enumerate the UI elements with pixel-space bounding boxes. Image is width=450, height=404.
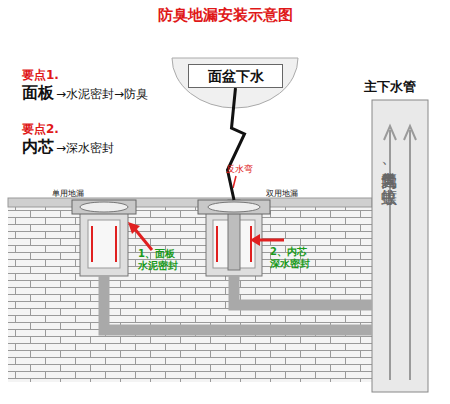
pipe-title: 主下水管 xyxy=(364,78,416,96)
basin-outlet-box: 面盆下水 xyxy=(188,64,283,88)
pointer-arrow xyxy=(258,239,284,242)
pipe-note: 管道内臭气、蚊虫等 xyxy=(380,160,399,272)
main-pipe-body xyxy=(372,100,428,392)
main-drain-pipe: 主下水管管道内臭气、蚊虫等 xyxy=(372,100,428,392)
drain-pipe xyxy=(104,276,372,330)
key-point-text: →水泥密封→防臭 xyxy=(56,87,148,101)
dual-floor-drain: 双用地漏 xyxy=(192,198,292,282)
grate-holes xyxy=(80,202,128,212)
pointer-arrowhead xyxy=(250,234,260,246)
trap-label: 反水弯 xyxy=(226,164,253,175)
drain-core xyxy=(88,220,120,268)
drain-grate xyxy=(72,200,136,214)
brick-wall xyxy=(8,206,372,382)
drain-body xyxy=(80,212,128,276)
trap-pipe xyxy=(228,88,245,200)
leader-line xyxy=(233,176,236,188)
diagram-title: 防臭地漏安装示意图 xyxy=(0,6,450,25)
box-title: 面盆下水 xyxy=(189,68,282,86)
drain-label: 单用地漏 xyxy=(52,188,84,199)
key-point-term: 内芯 xyxy=(22,137,54,156)
key-point-text: →深水密封 xyxy=(56,141,114,155)
seal-callout: 2、内芯 深水密封 xyxy=(270,246,322,270)
pointer-arrowhead xyxy=(128,222,140,234)
key-point-number: 要点2. xyxy=(22,122,59,136)
grate-holes xyxy=(208,202,260,212)
key-point-term: 面板 xyxy=(22,83,54,102)
flow-arrow xyxy=(384,126,416,140)
seal-mark xyxy=(92,226,116,262)
drain-grate xyxy=(198,200,270,214)
drain-label: 双用地漏 xyxy=(266,188,298,199)
key-point-number: 要点1. xyxy=(22,68,59,82)
drain-pipe xyxy=(234,276,372,305)
floor-tile xyxy=(8,198,372,207)
seal-mark xyxy=(217,226,251,262)
seal-callout: 1、面板 水泥密封 xyxy=(138,248,190,272)
pointer-arrow xyxy=(134,228,152,250)
single-floor-drain: 单用地漏 xyxy=(58,198,144,282)
